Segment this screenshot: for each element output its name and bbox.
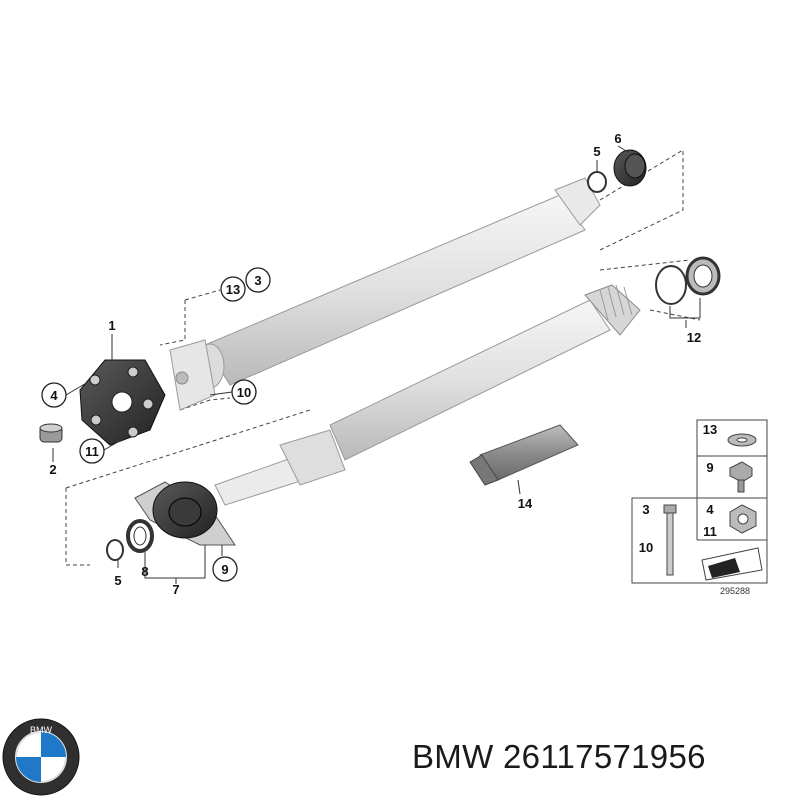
label-1: 1 (108, 318, 115, 333)
bushing-part-2 (39, 423, 63, 443)
rings-part-5-6-top (587, 149, 647, 193)
label-8: 8 (141, 564, 148, 579)
label-5-top: 5 (593, 144, 600, 159)
center-bearing-part-7 (134, 481, 236, 546)
legend-10: 10 (639, 540, 653, 555)
lower-drive-shaft (214, 284, 641, 506)
legend-4: 4 (706, 502, 714, 517)
callout-13: 13 (220, 276, 246, 302)
hardware-legend-box: 13 9 3 10 4 11 295288 (631, 419, 768, 596)
legend-3: 3 (642, 502, 649, 517)
callout-9: 9 (212, 556, 238, 582)
svg-text:3: 3 (254, 273, 261, 288)
rings-part-5-8 (106, 519, 154, 561)
label-7: 7 (172, 582, 179, 597)
legend-13: 13 (703, 422, 717, 437)
flex-disc-part-1 (79, 359, 166, 446)
grease-tube-part-14 (469, 424, 579, 486)
callout-4: 4 (41, 382, 67, 408)
svg-text:11: 11 (85, 444, 99, 459)
label-6: 6 (614, 131, 621, 146)
label-5-bottom: 5 (114, 573, 121, 588)
part-number-caption: BMW 26117571956 (412, 738, 706, 775)
dashed-guide-lines (65, 149, 701, 566)
svg-text:10: 10 (237, 385, 251, 400)
svg-text:BMW: BMW (30, 725, 53, 735)
upper-drive-shaft (169, 177, 601, 411)
legend-9: 9 (706, 460, 713, 475)
legend-11: 11 (703, 524, 717, 539)
svg-text:4: 4 (50, 388, 58, 403)
callout-11: 11 (79, 438, 105, 464)
svg-text:9: 9 (221, 562, 228, 577)
svg-text:13: 13 (226, 282, 240, 297)
callout-3: 3 (245, 267, 271, 293)
seal-rings-part-12 (655, 256, 721, 305)
callout-10: 10 (231, 379, 257, 405)
label-14: 14 (518, 496, 533, 511)
bmw-roundel-icon: BMW (2, 718, 80, 796)
label-2: 2 (49, 462, 56, 477)
legend-code: 295288 (720, 586, 750, 596)
label-12: 12 (687, 330, 701, 345)
